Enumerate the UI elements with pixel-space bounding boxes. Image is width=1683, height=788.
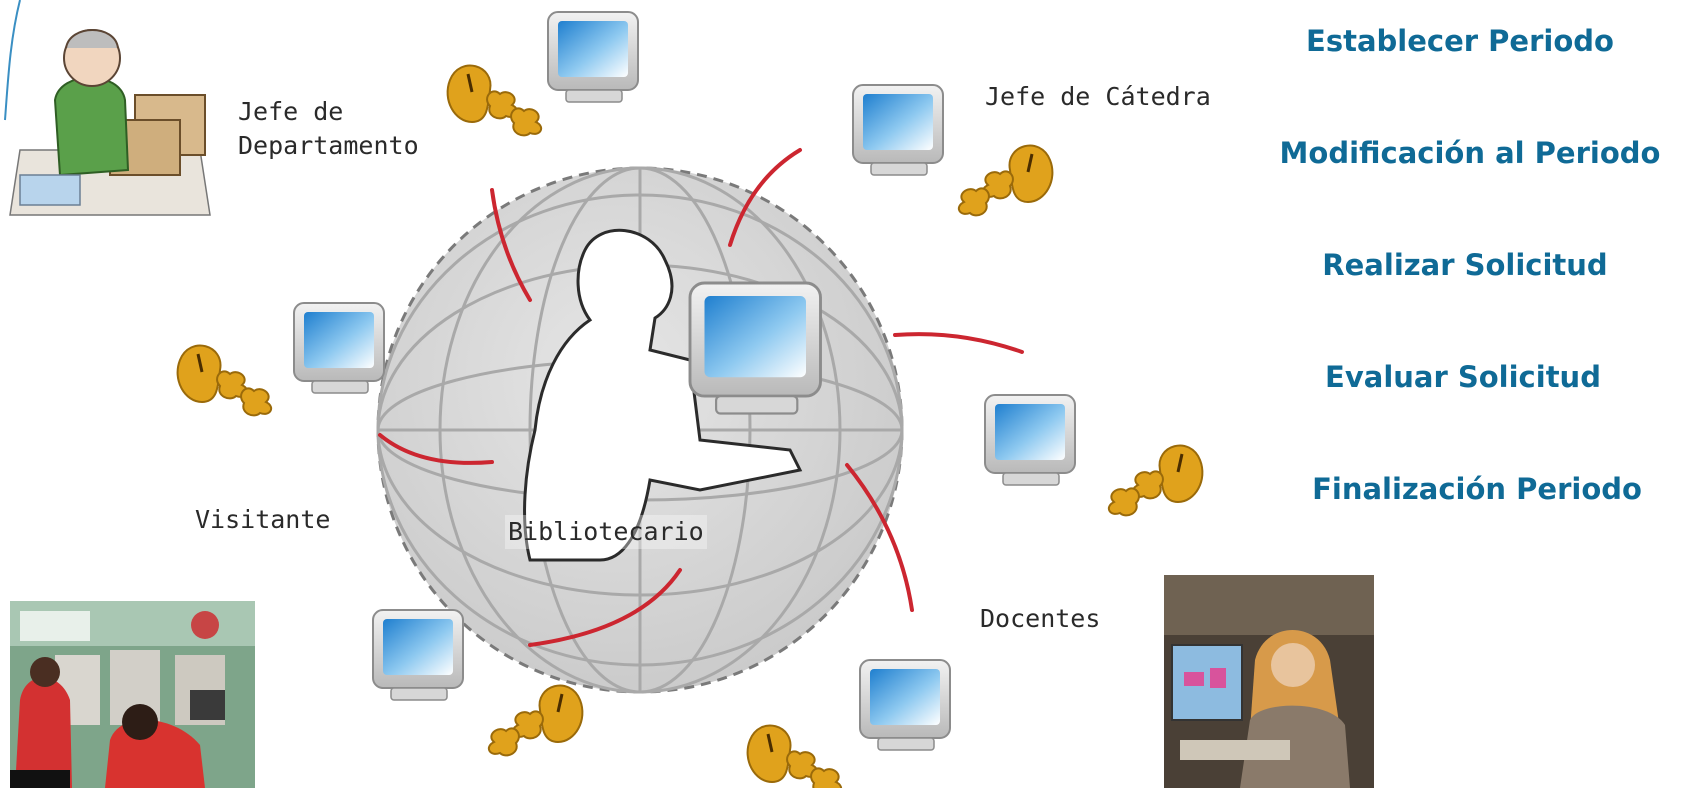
- action-evaluar-solicitud[interactable]: Evaluar Solicitud: [1325, 360, 1601, 394]
- label-visitante: Visitante: [195, 505, 331, 534]
- label-bibliotecario: Bibliotecario: [505, 515, 707, 549]
- action-modificacion-periodo[interactable]: Modificación al Periodo: [1279, 136, 1661, 170]
- label-jefe-departamento: Jefe de Departamento: [238, 97, 419, 160]
- workstation-top: [446, 11, 639, 137]
- label-jefe-catedra: Jefe de Cátedra: [985, 82, 1211, 111]
- photo-jefe-departamento: [0, 0, 211, 220]
- photo-visitante: [10, 601, 255, 788]
- action-realizar-solicitud[interactable]: Realizar Solicitud: [1322, 248, 1608, 282]
- action-finalizacion-periodo[interactable]: Finalización Periodo: [1312, 472, 1642, 506]
- connector-arcs: [378, 148, 1024, 647]
- label-docentes: Docentes: [980, 604, 1101, 633]
- workstation-visitante: [176, 302, 385, 417]
- action-establecer-periodo[interactable]: Establecer Periodo: [1306, 24, 1614, 58]
- edge-arc-decoration: [4, 0, 21, 121]
- workstation-right: [984, 394, 1204, 517]
- bibliotecario-figure: [523, 228, 822, 562]
- photo-docentes: [1164, 575, 1374, 788]
- workstation-bottom-right: [746, 659, 951, 788]
